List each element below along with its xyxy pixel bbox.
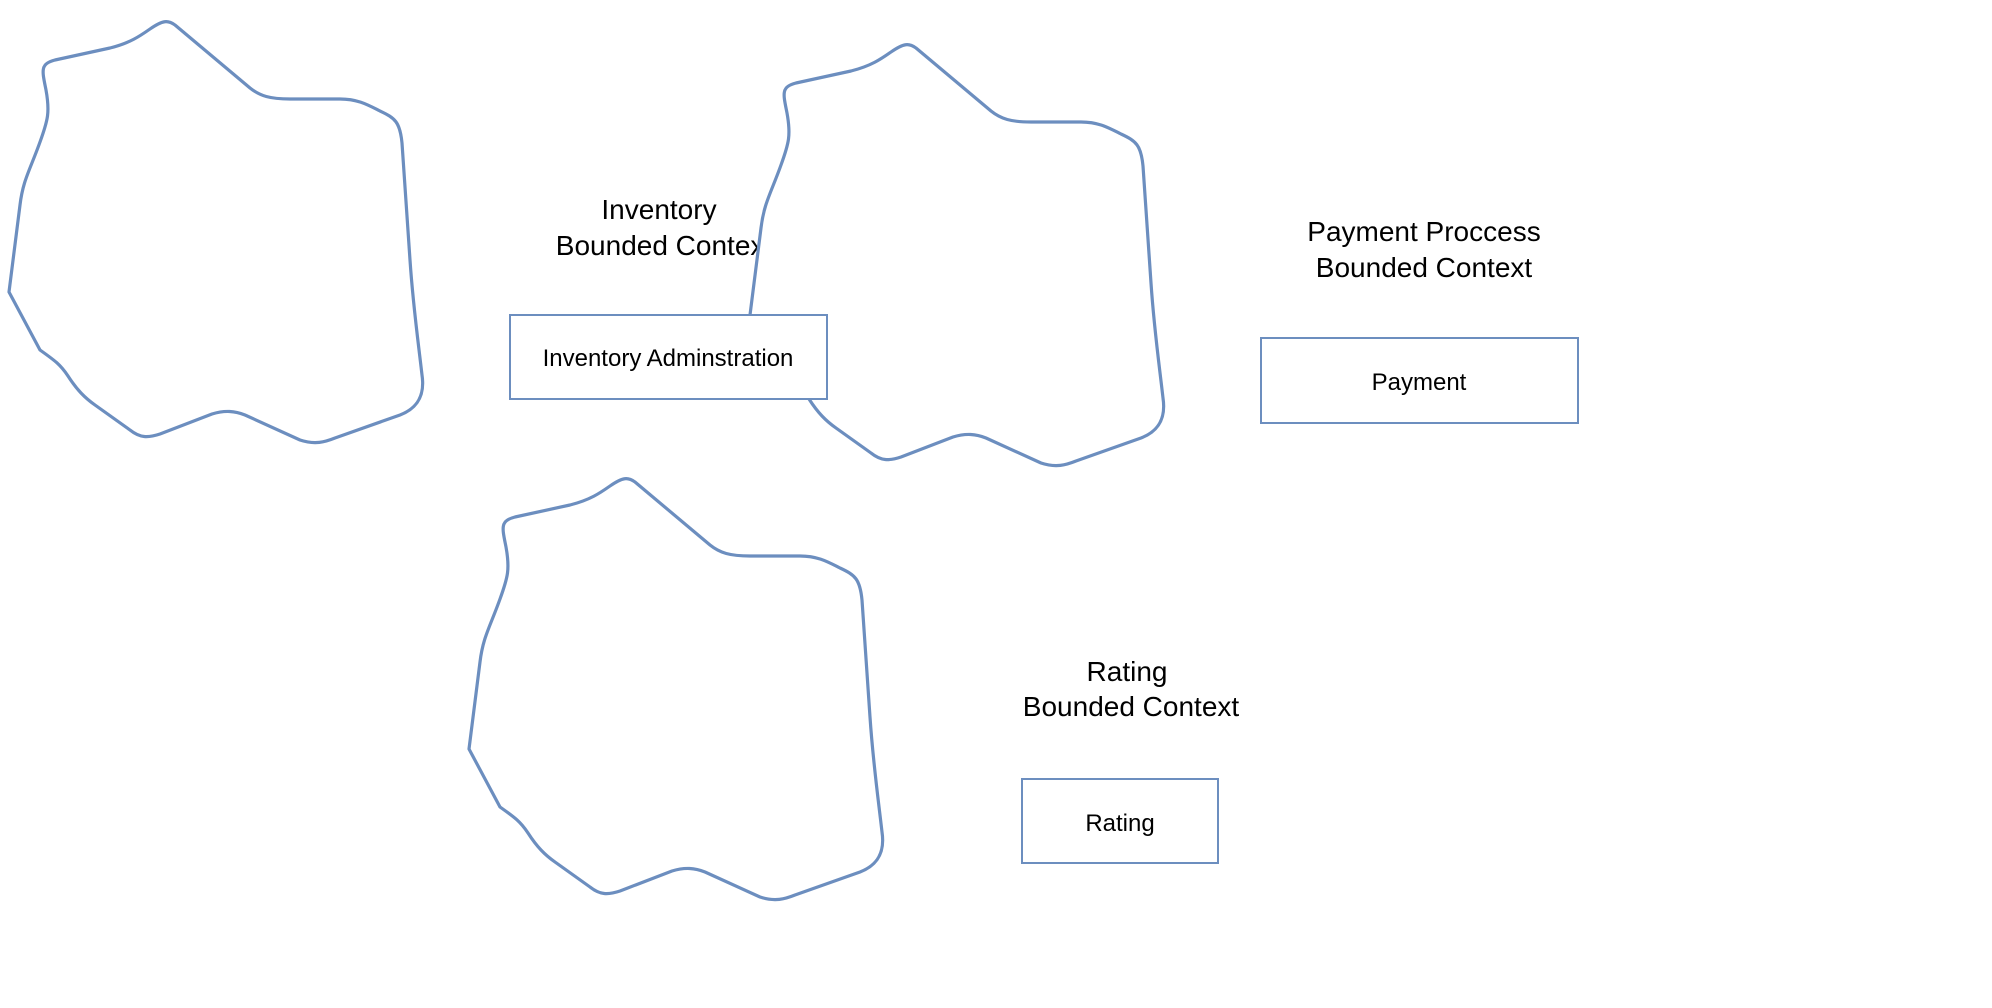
module-label: Rating <box>1085 810 1154 837</box>
context-outline <box>7 20 425 445</box>
module-label: Inventory Adminstration <box>543 345 794 372</box>
bounded-context-inventory: Inventory Bounded Context <box>7 20 773 445</box>
bounded-context-payment: Payment Proccess Bounded Context <box>748 43 1541 468</box>
module-box[interactable] <box>509 314 828 400</box>
module-rating[interactable]: Rating <box>1021 778 1219 864</box>
module-payment[interactable]: Payment <box>1260 337 1579 424</box>
module-inventory-adminstration[interactable]: Inventory Adminstration <box>509 314 828 400</box>
context-title-line2: Bounded Context <box>556 230 773 261</box>
context-title-line2: Bounded Context <box>1316 252 1533 283</box>
context-outline <box>467 477 885 902</box>
module-box[interactable] <box>1021 778 1219 864</box>
module-label: Payment <box>1372 369 1467 396</box>
context-title-line2: Bounded Context <box>1023 691 1240 722</box>
context-title-line1: Payment Proccess <box>1307 216 1540 247</box>
context-title-line1: Inventory <box>601 194 716 225</box>
bounded-context-rating: Rating Bounded Context <box>467 477 1240 902</box>
context-title-line1: Rating <box>1087 656 1168 687</box>
context-outline <box>748 43 1166 468</box>
module-box[interactable] <box>1260 337 1579 424</box>
